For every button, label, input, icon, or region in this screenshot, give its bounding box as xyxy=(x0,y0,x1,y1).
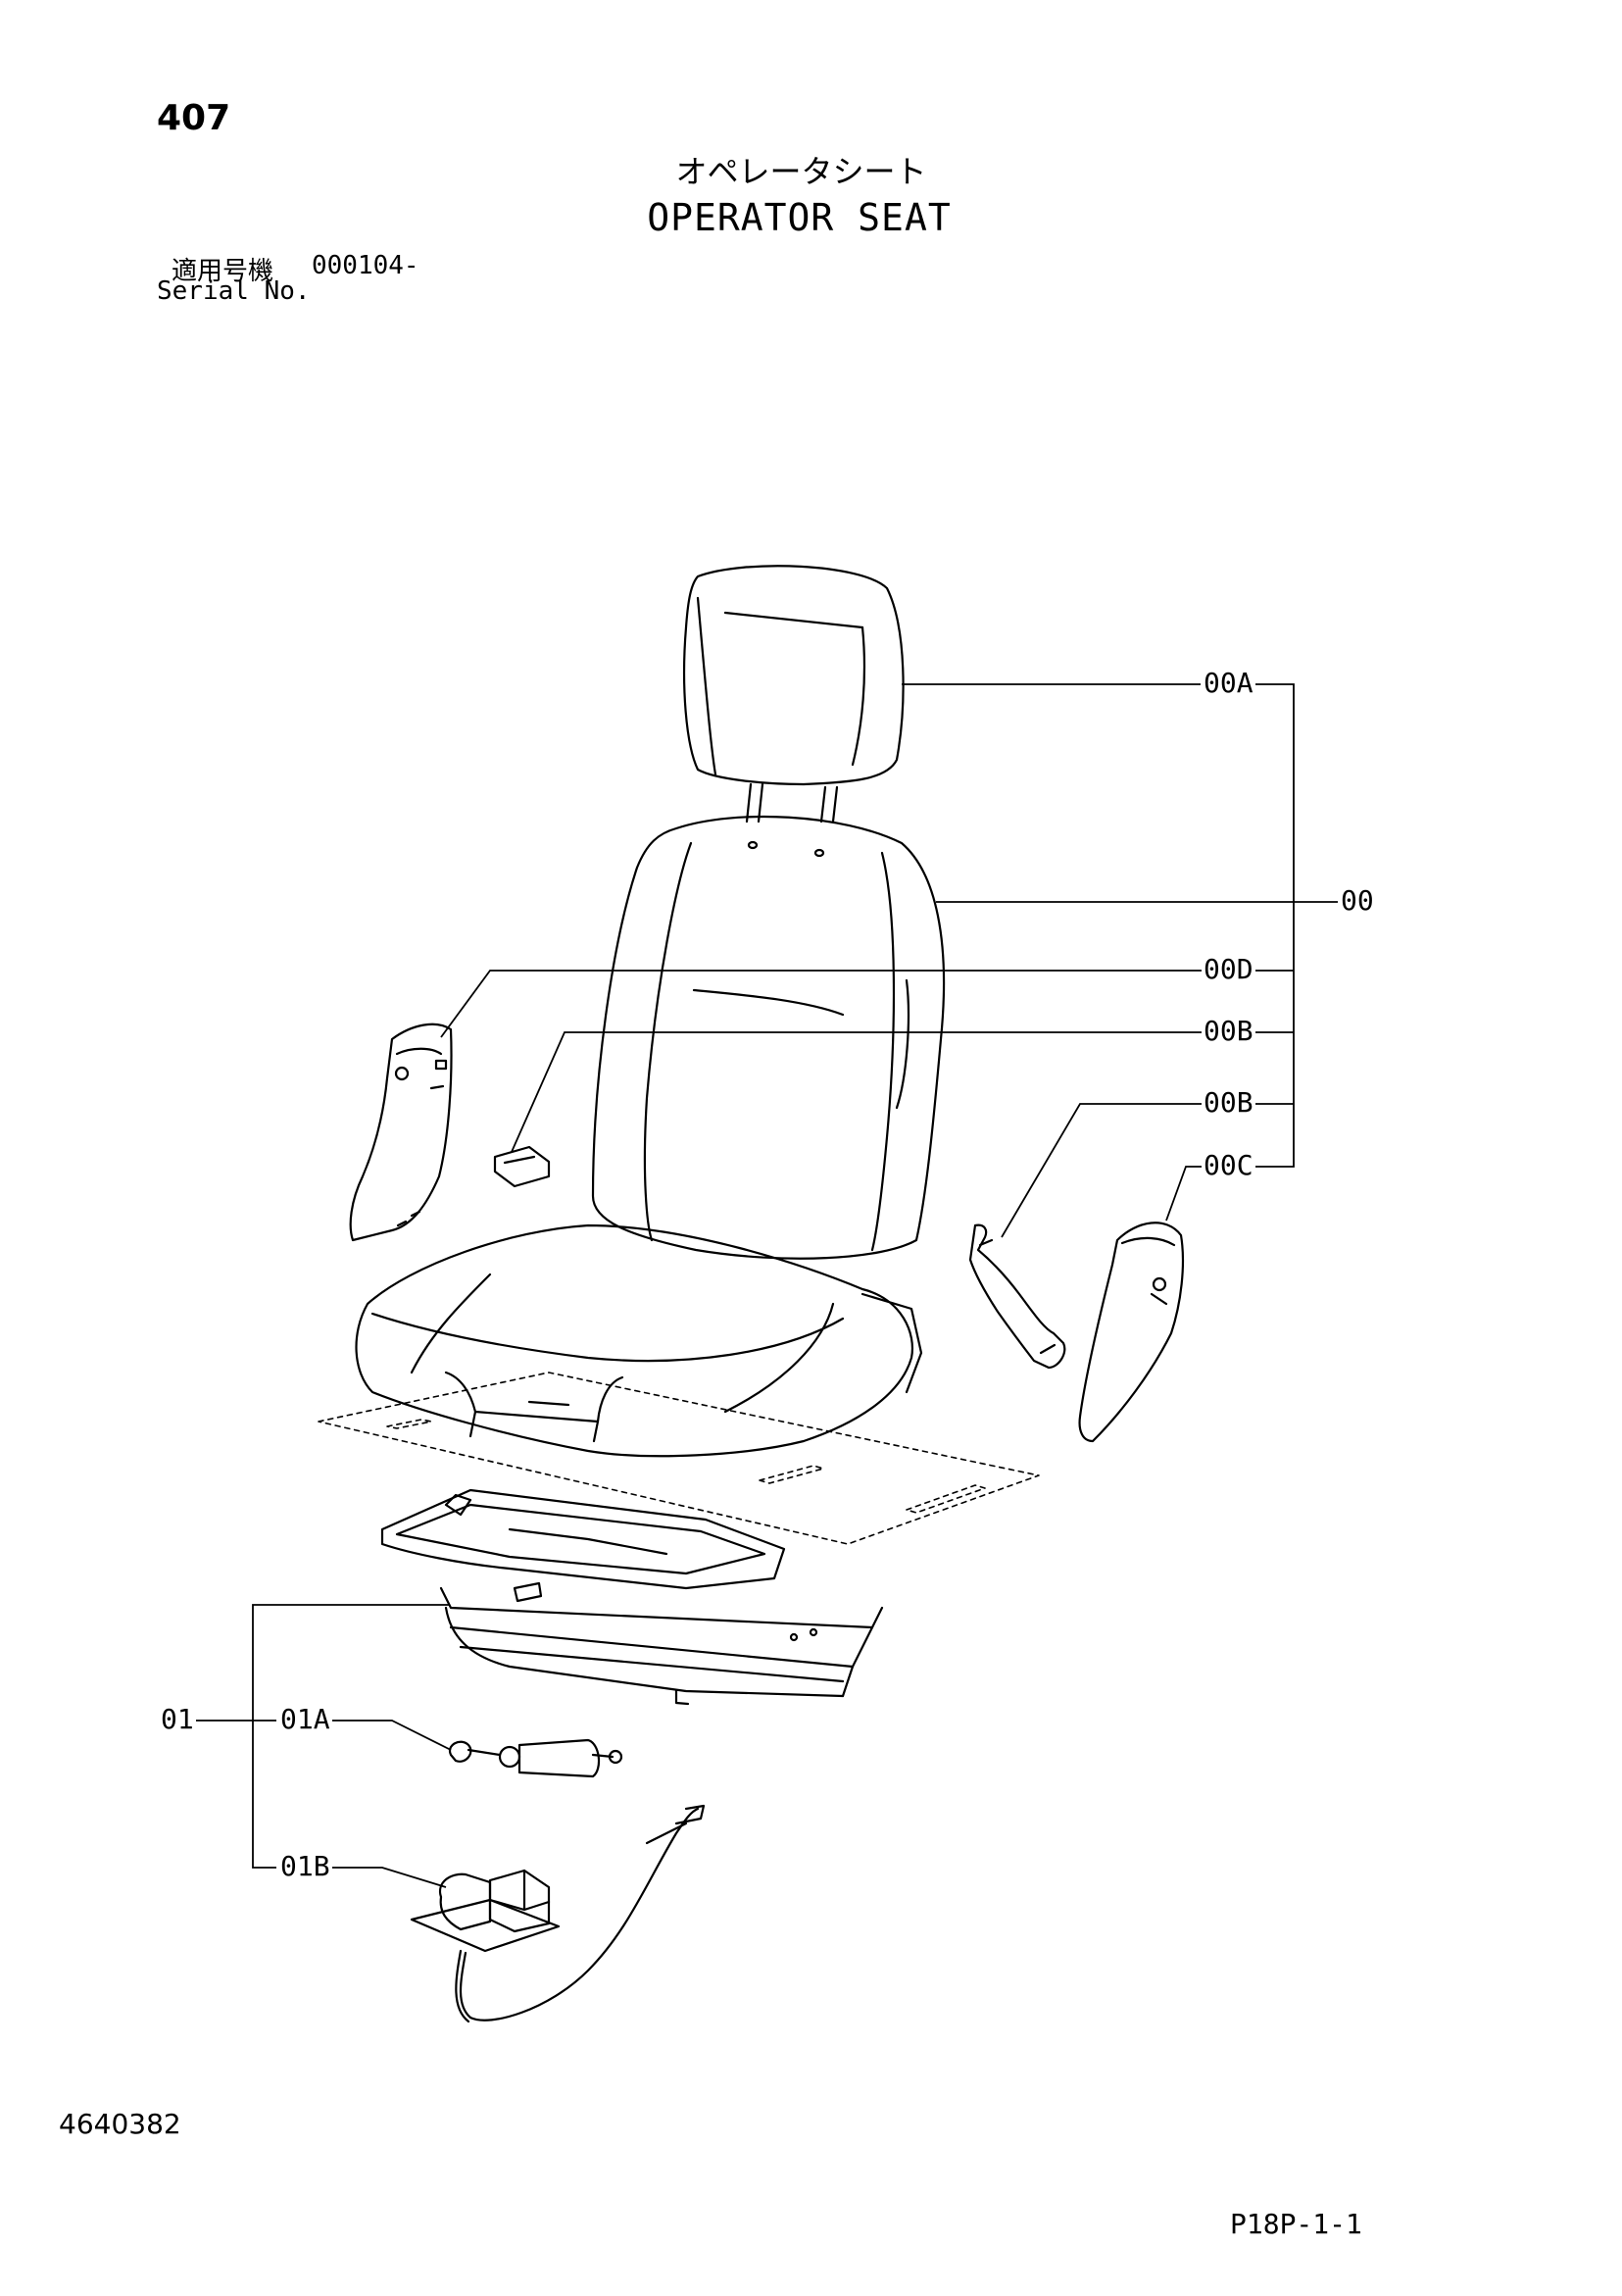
page-title: OPERATOR SEAT xyxy=(647,196,952,239)
serial-number-value: 000104- xyxy=(312,251,419,280)
seat-suspension xyxy=(380,1488,884,1706)
leader-lines xyxy=(191,683,1338,1888)
seat-belt xyxy=(968,1223,1066,1370)
callout-01B: 01B xyxy=(278,1850,332,1882)
seat-belt-buckle xyxy=(493,1145,551,1188)
sheet-reference: P18P-1-1 xyxy=(1230,2208,1362,2240)
title-japanese: オペレータシート xyxy=(675,153,927,190)
callout-00D: 00D xyxy=(1202,953,1255,985)
callout-00B-lower: 00B xyxy=(1202,1086,1255,1119)
seat-cushion xyxy=(355,1223,923,1458)
shock-absorber xyxy=(448,1738,623,1778)
compressor-unit xyxy=(410,1804,706,2023)
callout-00C: 00C xyxy=(1202,1149,1255,1181)
callout-00B-upper: 00B xyxy=(1202,1015,1255,1047)
headrest xyxy=(682,565,905,824)
floor-plate xyxy=(318,1372,1040,1545)
serial-label-japanese: 適用号機 xyxy=(172,257,274,286)
page-number: 407 xyxy=(157,98,231,138)
serial-label: Serial No. xyxy=(157,276,311,306)
callout-01A: 01A xyxy=(278,1703,332,1735)
callout-00A: 00A xyxy=(1202,667,1255,699)
right-side-cover xyxy=(1078,1222,1185,1443)
backrest xyxy=(591,815,946,1260)
callout-00: 00 xyxy=(1339,884,1376,917)
drawing-number: 4640382 xyxy=(59,2108,181,2140)
left-side-cover xyxy=(349,1023,453,1242)
callout-01: 01 xyxy=(159,1703,196,1735)
